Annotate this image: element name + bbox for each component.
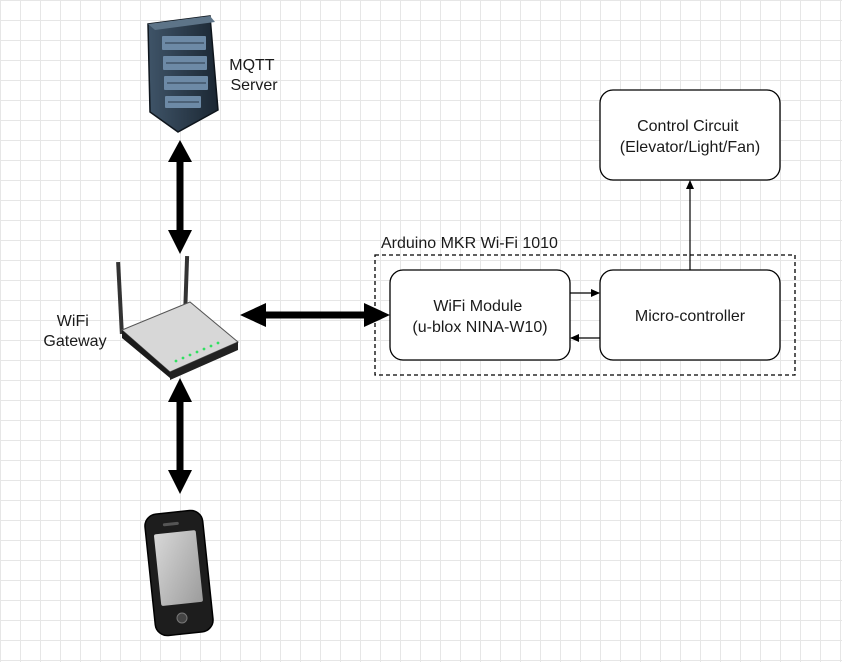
mqtt-server-label: MQTT Server <box>229 57 278 94</box>
microcontroller-box: Micro-controller <box>599 269 781 361</box>
arduino-group-box <box>374 254 796 376</box>
wifi-module-box: WiFi Module (u-blox NINA-W10) <box>389 269 571 361</box>
wifi-module-label: WiFi Module (u-blox NINA-W10) <box>412 298 547 336</box>
gateway-module-connector <box>240 303 390 327</box>
control-circuit-box: Control Circuit (Elevator/Light/Fan) <box>599 89 781 181</box>
smartphone-icon <box>144 509 214 637</box>
server-rack-icon <box>147 15 219 133</box>
arduino-group-label: Arduino MKR Wi-Fi 1010 <box>381 235 558 252</box>
microcontroller-label: Micro-controller <box>635 308 746 325</box>
control-circuit-label: Control Circuit (Elevator/Light/Fan) <box>620 118 761 156</box>
wifi-router-icon <box>116 255 239 380</box>
gateway-smartphone-connector <box>168 378 192 494</box>
wifi-gateway-label: WiFi Gateway <box>43 313 106 350</box>
server-gateway-connector <box>168 140 192 254</box>
